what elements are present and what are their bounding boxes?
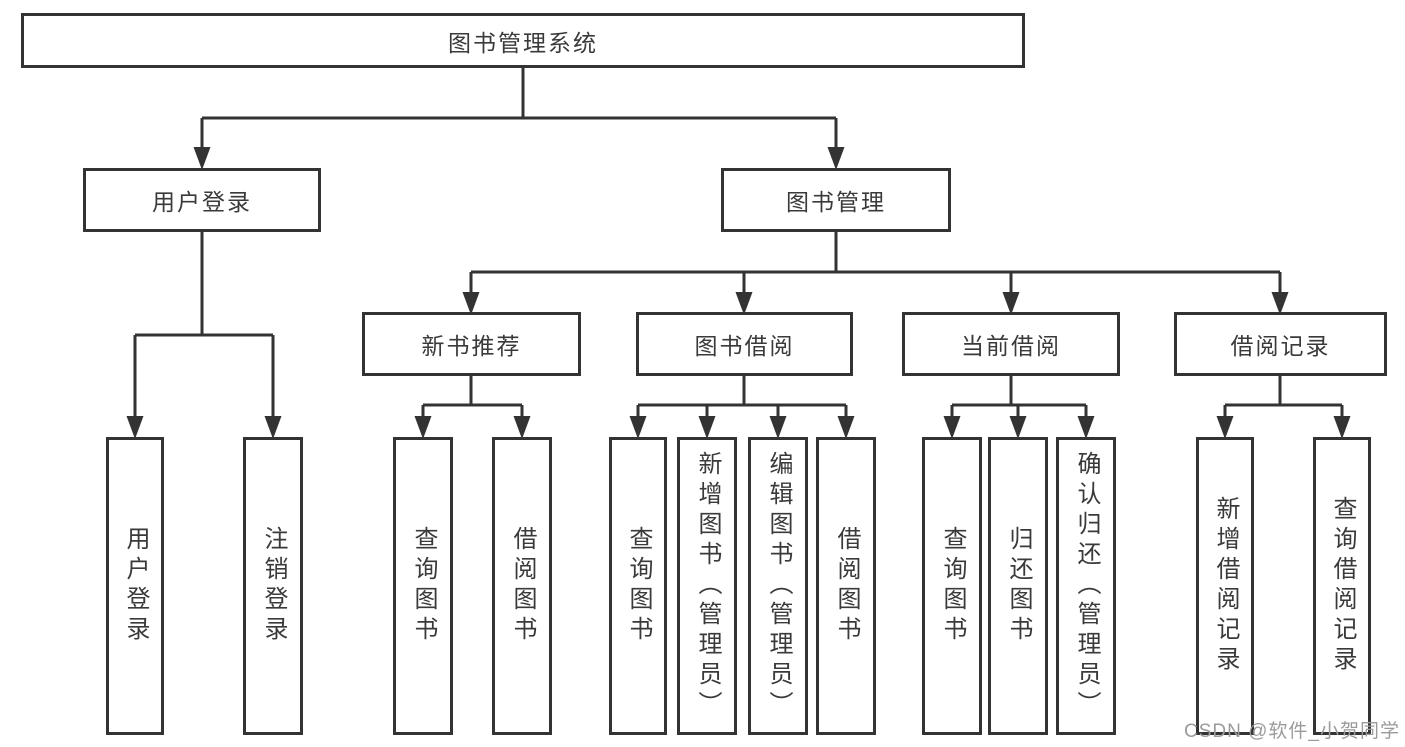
leaf-query-borrow-record-label: 查询借阅记录 bbox=[1329, 496, 1356, 676]
leaf-return-book: 归还图书 bbox=[988, 437, 1048, 735]
node-current-borrow: 当前借阅 bbox=[902, 312, 1120, 376]
arrowhead-icon bbox=[827, 147, 845, 170]
arrowhead-icon bbox=[943, 416, 961, 439]
leaf-user-login-label: 用户登录 bbox=[122, 526, 149, 646]
leaf-user-login: 用户登录 bbox=[106, 437, 164, 735]
leaf-borrow-edit-book-label: 编辑图书（管理员） bbox=[765, 451, 792, 721]
leaf-confirm-return: 确认归还（管理员） bbox=[1056, 437, 1116, 735]
arrowhead-icon bbox=[735, 292, 753, 315]
node-borrow-records: 借阅记录 bbox=[1174, 312, 1387, 376]
leaf-newbook-query-label: 查询图书 bbox=[410, 526, 437, 646]
leaf-borrow-query-label: 查询图书 bbox=[625, 526, 652, 646]
leaf-borrow-add-book: 新增图书（管理员） bbox=[677, 437, 737, 735]
node-book-borrow-label: 图书借阅 bbox=[694, 333, 795, 359]
leaf-borrow-edit-book: 编辑图书（管理员） bbox=[748, 437, 808, 735]
leaf-borrow-book: 借阅图书 bbox=[816, 437, 876, 735]
arrowhead-icon bbox=[126, 416, 144, 439]
arrowhead-icon bbox=[769, 416, 787, 439]
arrowhead-icon bbox=[1077, 416, 1095, 439]
node-new-book-recommend-label: 新书推荐 bbox=[421, 333, 522, 359]
arrowhead-icon bbox=[1009, 416, 1027, 439]
watermark-text: CSDN @软件_小贺同学 bbox=[1184, 721, 1400, 742]
leaf-confirm-return-label: 确认归还（管理员） bbox=[1073, 451, 1100, 721]
node-book-management-label: 图书管理 bbox=[786, 189, 886, 215]
arrowhead-icon bbox=[1216, 416, 1234, 439]
arrowhead-icon bbox=[1271, 292, 1289, 315]
leaf-current-query: 查询图书 bbox=[922, 437, 982, 735]
node-user-login: 用户登录 bbox=[83, 168, 321, 232]
arrowhead-icon bbox=[629, 416, 647, 439]
leaf-borrow-query: 查询图书 bbox=[609, 437, 667, 735]
arrowhead-icon bbox=[513, 416, 531, 439]
leaf-add-borrow-record: 新增借阅记录 bbox=[1196, 437, 1254, 735]
leaf-return-book-label: 归还图书 bbox=[1005, 526, 1032, 646]
arrowhead-icon bbox=[414, 416, 432, 439]
leaf-borrow-book-label: 借阅图书 bbox=[833, 526, 860, 646]
arrowhead-icon bbox=[1333, 416, 1351, 439]
arrowhead-icon bbox=[698, 416, 716, 439]
node-book-management: 图书管理 bbox=[721, 168, 951, 232]
node-borrow-records-label: 借阅记录 bbox=[1230, 333, 1331, 359]
arrowhead-icon bbox=[837, 416, 855, 439]
leaf-borrow-add-book-label: 新增图书（管理员） bbox=[694, 451, 721, 721]
leaf-newbook-query: 查询图书 bbox=[393, 437, 453, 735]
arrowhead-icon bbox=[1002, 292, 1020, 315]
connector-path bbox=[133, 68, 1344, 420]
arrowhead-icon bbox=[264, 416, 282, 439]
node-root: 图书管理系统 bbox=[21, 13, 1025, 68]
leaf-logout-label: 注销登录 bbox=[260, 526, 287, 646]
node-user-login-label: 用户登录 bbox=[152, 189, 252, 215]
arrowhead-icon bbox=[462, 292, 480, 315]
node-new-book-recommend: 新书推荐 bbox=[362, 312, 581, 376]
leaf-logout: 注销登录 bbox=[243, 437, 303, 735]
leaf-current-query-label: 查询图书 bbox=[939, 526, 966, 646]
node-book-borrow: 图书借阅 bbox=[636, 312, 853, 376]
leaf-query-borrow-record: 查询借阅记录 bbox=[1313, 437, 1371, 735]
node-root-label: 图书管理系统 bbox=[448, 29, 598, 56]
arrowhead-icon bbox=[193, 147, 211, 170]
leaf-newbook-borrow-label: 借阅图书 bbox=[509, 526, 536, 646]
node-current-borrow-label: 当前借阅 bbox=[961, 333, 1061, 359]
leaf-add-borrow-record-label: 新增借阅记录 bbox=[1212, 496, 1239, 676]
leaf-newbook-borrow: 借阅图书 bbox=[492, 437, 552, 735]
